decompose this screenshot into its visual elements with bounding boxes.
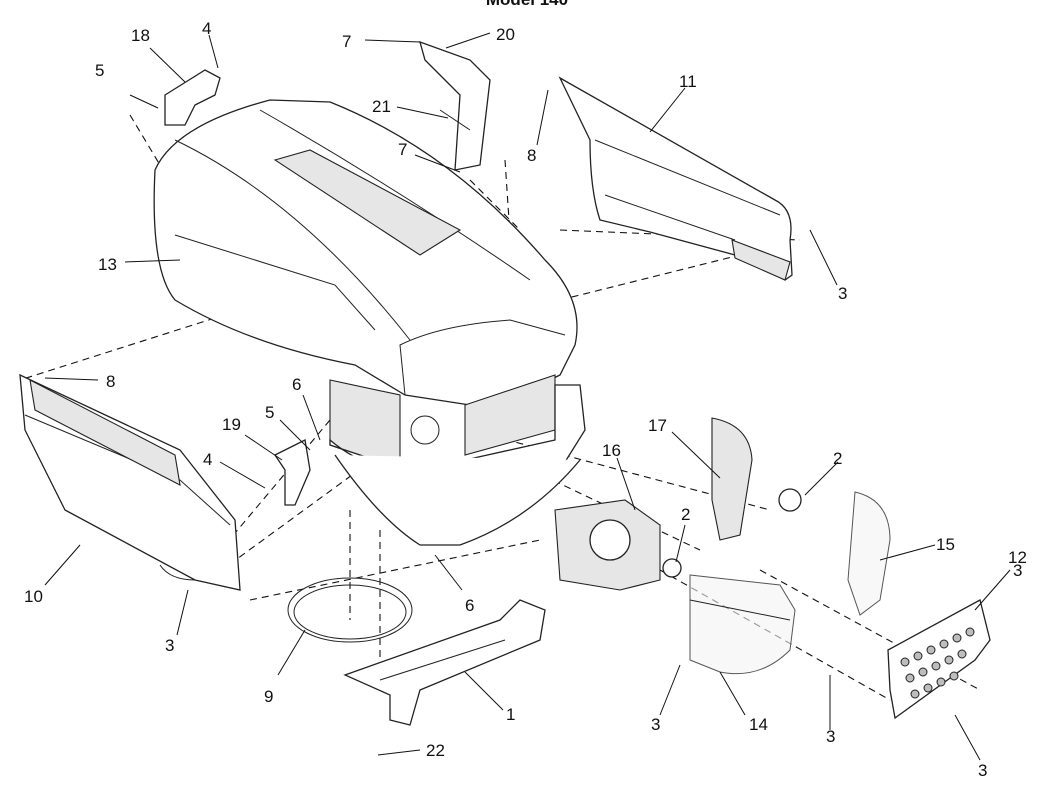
callout-6: 6 — [292, 375, 302, 394]
callout-19: 19 — [222, 415, 241, 434]
callout-3: 3 — [1013, 561, 1023, 580]
bracket-part-18 — [164, 69, 221, 126]
callout-7: 7 — [398, 140, 408, 159]
callout-1: 1 — [506, 705, 516, 724]
callout-17: 17 — [648, 416, 667, 435]
belt-part-9 — [287, 577, 413, 643]
callout-14: 14 — [749, 715, 768, 734]
callout-4: 4 — [202, 19, 212, 38]
callout-3: 3 — [651, 715, 661, 734]
callout-8: 8 — [527, 146, 537, 165]
grille-holes — [900, 627, 975, 699]
callout-16: 16 — [602, 441, 621, 460]
callout-18: 18 — [131, 26, 150, 45]
bracket-part-19 — [274, 439, 311, 506]
side-panel-part-10 — [19, 373, 241, 591]
callout-5: 5 — [265, 403, 275, 422]
callout-3: 3 — [978, 761, 988, 780]
callout-9: 9 — [264, 687, 274, 706]
callout-13: 13 — [98, 255, 117, 274]
leader-lines — [44, 32, 1011, 761]
callout-20: 20 — [496, 25, 515, 44]
axle-part-1 — [343, 599, 546, 726]
hood-part-13 — [153, 99, 586, 546]
callout-2: 2 — [681, 505, 691, 524]
callout-3: 3 — [838, 284, 848, 303]
callout-12: 12 — [1008, 548, 1027, 567]
diagram-title: Model 140 — [0, 0, 1054, 10]
callout-10: 10 — [24, 587, 43, 606]
callout-22: 22 — [426, 741, 445, 760]
lens-part-15 — [847, 491, 891, 616]
callout-3: 3 — [165, 636, 175, 655]
callout-3: 3 — [826, 727, 836, 746]
duct-part-17 — [711, 417, 753, 541]
callout-21: 21 — [372, 97, 391, 116]
callout-5: 5 — [95, 61, 105, 80]
grille-part-12 — [887, 599, 991, 720]
callout-7: 7 — [342, 32, 352, 51]
bracket-part-21 — [439, 109, 471, 131]
bracket-part-20 — [419, 40, 491, 171]
lamp-part-2 — [662, 488, 802, 578]
callout-8: 8 — [106, 372, 116, 391]
callout-11: 11 — [679, 72, 697, 91]
side-panel-part-11 — [558, 76, 793, 281]
callout-2: 2 — [833, 449, 843, 468]
callout-4: 4 — [203, 450, 213, 469]
callout-15: 15 — [936, 535, 955, 554]
callout-6: 6 — [465, 596, 475, 615]
housing-part-14 — [689, 574, 796, 675]
housing-part-16 — [554, 499, 661, 591]
